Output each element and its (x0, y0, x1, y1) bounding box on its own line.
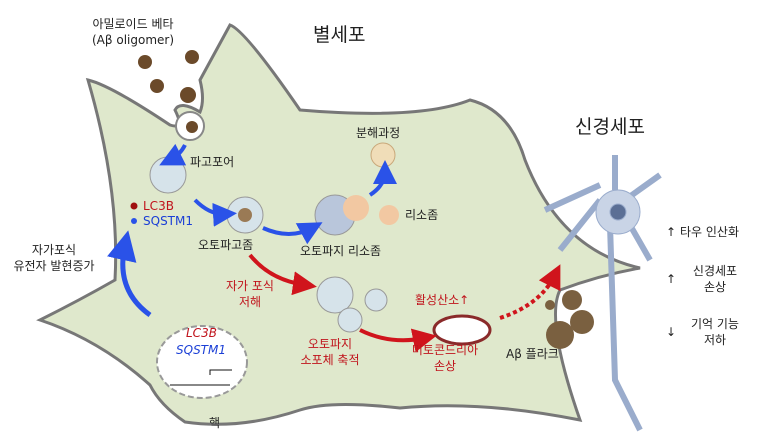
sqstm1-dot (131, 218, 137, 224)
phagophore (149, 156, 187, 194)
lysosome-label: 리소좀 (405, 208, 439, 222)
arrow-to-degradation (368, 160, 397, 197)
memory-decline-label-2: 저하 (703, 333, 727, 347)
neuron-damage-label-2: 손상 (703, 280, 727, 294)
memory-decline-label-1: 기억 기능 (691, 317, 739, 331)
accumulation-label-1: 오토파지 (307, 337, 353, 351)
tau-phosphorylation-label: 타우 인산화 (680, 225, 740, 239)
amyloid-oligomers (138, 50, 199, 133)
arrow-ros-to-neuron (499, 264, 561, 320)
nucleus (156, 325, 248, 399)
neuron-damage-up-arrow: ↑ (666, 272, 677, 286)
ab-plaque-label: Aβ 플라크 (506, 347, 559, 361)
lc3b-dot (130, 202, 138, 210)
lysosome (379, 205, 399, 225)
sqstm1-legend: SQSTM1 (143, 214, 193, 228)
accumulated-autophagosomes (316, 276, 354, 314)
accumulation-label-2: 소포체 축적 (300, 353, 360, 367)
phagophore-label: 파고포어 (190, 155, 235, 169)
mito-damage-label-2: 손상 (433, 359, 457, 373)
nucleus-sqstm1: SQSTM1 (176, 343, 226, 357)
arrow-endocytosis (159, 143, 187, 166)
autophagy-gene-label-2: 유전자 발현증가 (13, 259, 95, 273)
autophagy-gene-label-1: 자가포식 (31, 243, 77, 257)
tau-up-arrow: ↑ (666, 225, 677, 239)
lc3b-legend: LC3B (143, 199, 174, 213)
inhibition-label-2: 저해 (238, 295, 262, 309)
autolysosome-label: 오토파지 리소좀 (300, 244, 382, 258)
neuron (543, 155, 662, 432)
ab-oligomer-label: (Aβ oligomer) (91, 33, 175, 47)
memory-down-arrow: ↓ (666, 325, 677, 339)
mito-damage-label-1: 미토콘드리아 (411, 343, 479, 357)
arrow-inhibition (248, 253, 317, 296)
arrow-to-autophagosome (193, 198, 237, 227)
degradation-vesicle (370, 142, 396, 168)
nucleus-label: 핵 (209, 416, 221, 430)
neuron-damage-label-1: 신경세포 (692, 264, 738, 278)
arrow-to-autolysosome (262, 222, 323, 245)
mitochondria (432, 314, 492, 346)
ab-plaques (545, 290, 594, 349)
inhibition-label-1: 자가 포식 (226, 279, 274, 293)
nucleus-lc3b: LC3B (186, 326, 217, 340)
ros-label: 활성산소↑ (415, 293, 470, 307)
degradation-label: 분해과정 (356, 126, 401, 140)
arrow-gene-expression (107, 230, 152, 318)
autophagosome-label: 오토파고좀 (198, 238, 254, 252)
astrocyte-title: 별세포 (313, 24, 366, 46)
amyloid-beta-label: 아밀로이드 베타 (92, 17, 174, 31)
neuron-title: 신경세포 (575, 116, 645, 138)
arrow-to-mitochondria (359, 328, 437, 353)
